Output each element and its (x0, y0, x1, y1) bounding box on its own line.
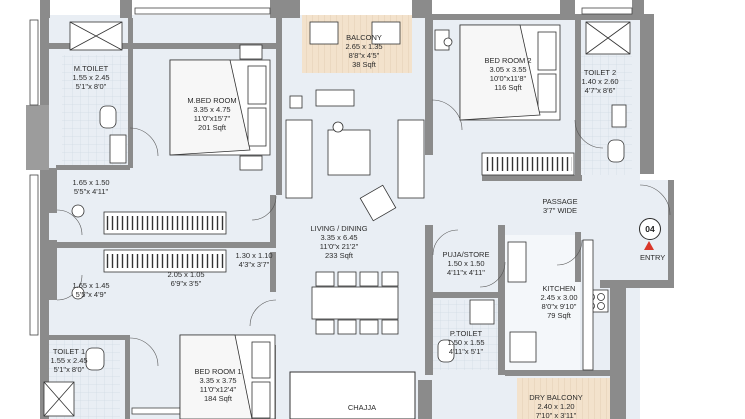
p-toilet-name: P.TOILET (449, 329, 483, 338)
balcony-label: BALCONY 2.65 x 1.35 8'8"x 4'5" 38 Sqft (345, 33, 382, 69)
bed1-dim: 3.35 x 3.75 (199, 376, 237, 385)
lobby-a-imp: 4'3"x 3'7" (238, 260, 270, 269)
closet-b-imp: 5'5"x 4'9" (75, 290, 107, 299)
lobby-b-label: 2.05 x 1.05 6'9"x 3'5" (167, 270, 204, 288)
chajja-label: CHAJJA (348, 403, 376, 412)
master-bed (169, 44, 271, 171)
m-toilet-dim: 1.55 x 2.45 (72, 73, 110, 82)
entry-label: ENTRY (640, 253, 666, 262)
living-dim: 3.35 x 6.45 (320, 233, 358, 242)
passage-label: PASSAGE 3'7" WIDE (542, 197, 577, 215)
bed-2 (434, 24, 561, 121)
puja-label: PUJA/STORE 1.50 x 1.50 4'11"x 4'11" (443, 250, 490, 277)
living-area: 233 Sqft (325, 251, 353, 260)
closet-b-dim: 1.65 x 1.45 (72, 281, 110, 290)
lobby-b-imp: 6'9"x 3'5" (170, 279, 202, 288)
lobby-a-label: 1.30 x 1.10 4'3"x 3'7" (235, 251, 272, 269)
m-bed-name: M.BED ROOM (187, 96, 237, 105)
dry-balcony-label: DRY BALCONY 2.40 x 1.20 7'10" x 3'11" (529, 393, 583, 419)
entry-number-badge: 04 (639, 218, 661, 240)
puja-imp: 4'11"x 4'11" (447, 268, 485, 277)
toilet2-dim: 1.40 x 2.60 (581, 77, 619, 86)
closet-b-label: 1.65 x 1.45 5'5"x 4'9" (72, 281, 109, 299)
m-toilet-label: M.TOILET 1.55 x 2.45 5'1"x 8'0" (72, 64, 109, 91)
puja-dim: 1.50 x 1.50 (447, 259, 485, 268)
p-toilet-dim: 1.50 x 1.55 (447, 338, 485, 347)
p-toilet-imp: 4'11"x 5'1" (448, 347, 484, 356)
fixtures (43, 21, 631, 417)
toilet2-label: TOILET 2 1.40 x 2.60 4'7"x 8'6" (581, 68, 618, 95)
dry-balcony-dim: 2.40 x 1.20 (537, 402, 575, 411)
toilet1-label: TOILET 1 1.55 x 2.45 5'1"x 8'0" (50, 347, 87, 374)
passage-note: 3'7" WIDE (542, 206, 578, 215)
walls (26, 0, 674, 419)
puja-name: PUJA/STORE (442, 250, 490, 259)
toilet2-name: TOILET 2 (583, 68, 617, 77)
toilet2-imp: 4'7"x 8'6" (584, 86, 616, 95)
m-toilet-name: M.TOILET (73, 64, 109, 73)
m-bed-dim: 3.35 x 4.75 (193, 105, 231, 114)
balcony-name: BALCONY (346, 33, 382, 42)
balcony-dim: 2.65 x 1.35 (345, 42, 383, 51)
kitchen-imp: 8'0"x 9'10" (541, 302, 577, 311)
passage-name: PASSAGE (542, 197, 578, 206)
living-name: LIVING / DINING (310, 224, 368, 233)
bed2-imp: 10'0"x11'8" (489, 74, 527, 83)
lobby-a-dim: 1.30 x 1.10 (235, 251, 273, 260)
bed-1 (179, 334, 276, 419)
wardrobes (103, 152, 575, 273)
balcony-area: 38 Sqft (352, 60, 376, 69)
balcony-imp: 8'8"x 4'5" (348, 51, 380, 60)
bed1-name: BED ROOM 1 (194, 367, 242, 376)
living-label: LIVING / DINING 3.35 x 6.45 11'0"x 21'2"… (310, 224, 367, 260)
living-furniture (285, 21, 425, 335)
bed1-label: BED ROOM 1 3.35 x 3.75 11'0"x12'4" 184 S… (194, 367, 241, 403)
closet-a-dim: 1.65 x 1.50 (72, 178, 110, 187)
bed2-area: 116 Sqft (494, 83, 522, 92)
kitchen-area: 79 Sqft (547, 311, 571, 320)
dry-balcony-imp: 7'10" x 3'11" (535, 411, 577, 419)
bed2-name: BED ROOM 2 (484, 56, 532, 65)
closet-a-label: 1.65 x 1.50 5'5"x 4'11" (72, 178, 109, 196)
p-toilet-label: P.TOILET 1.50 x 1.55 4'11"x 5'1" (447, 329, 484, 356)
bed1-imp: 11'0"x12'4" (199, 385, 237, 394)
m-bed-label: M.BED ROOM 3.35 x 4.75 11'0"x15'7" 201 S… (187, 96, 236, 132)
bed2-dim: 3.05 x 3.55 (489, 65, 527, 74)
toilet1-name: TOILET 1 (52, 347, 86, 356)
kitchen-label: KITCHEN 2.45 x 3.00 8'0"x 9'10" 79 Sqft (540, 284, 577, 320)
dry-balcony-name: DRY BALCONY (529, 393, 583, 402)
chajja-name: CHAJJA (347, 403, 377, 412)
lobby-b-dim: 2.05 x 1.05 (167, 270, 205, 279)
closet-a-imp: 5'5"x 4'11" (73, 187, 109, 196)
living-imp: 11'0"x 21'2" (319, 242, 359, 251)
toilet1-imp: 5'1"x 8'0" (53, 365, 85, 374)
door-swings (56, 99, 671, 367)
toilet1-dim: 1.55 x 2.45 (50, 356, 88, 365)
m-toilet-imp: 5'1"x 8'0" (75, 82, 107, 91)
entry-arrow-icon (644, 241, 654, 250)
bed2-label: BED ROOM 2 3.05 x 3.55 10'0"x11'8" 116 S… (484, 56, 531, 92)
kitchen-dim: 2.45 x 3.00 (540, 293, 578, 302)
kitchen-name: KITCHEN (542, 284, 576, 293)
bed1-area: 184 Sqft (204, 394, 232, 403)
m-bed-imp: 11'0"x15'7" (193, 114, 231, 123)
m-bed-area: 201 Sqft (198, 123, 226, 132)
